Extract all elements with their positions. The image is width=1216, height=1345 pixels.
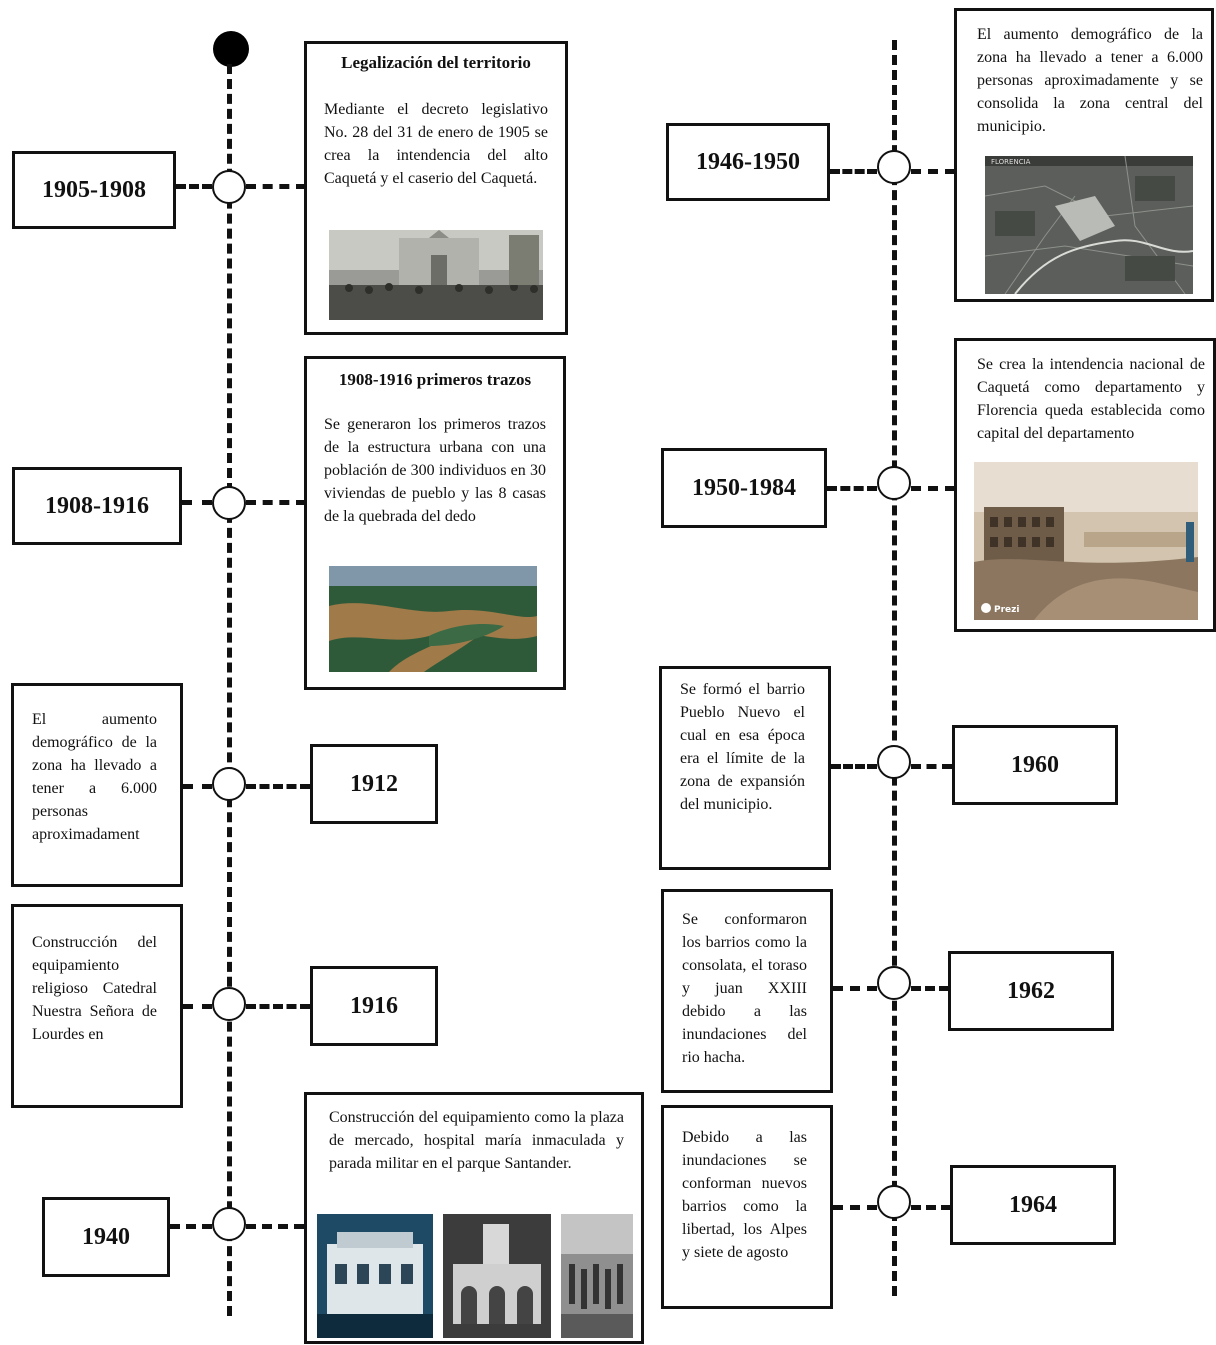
year-label-1950-1984: 1950-1984	[661, 448, 827, 528]
connector-right	[911, 764, 952, 769]
connector-left	[830, 169, 877, 174]
year-label-1908-1916: 1908-1916	[12, 467, 182, 545]
timeline-node	[877, 1185, 911, 1219]
sepia-building-photo: Prezi	[974, 462, 1198, 620]
connector-left	[827, 486, 877, 491]
event-description: El aumento demográfico de la zona ha lle…	[977, 26, 1203, 135]
timeline-node	[212, 170, 246, 204]
year-label-1960: 1960	[952, 725, 1118, 805]
cathedral-crowd-photo	[329, 230, 543, 320]
event-description: Se generaron los primeros trazos de la e…	[324, 416, 546, 525]
event-card-1912: El aumento demográfico de la zona ha lle…	[11, 683, 183, 887]
connector-left	[183, 1004, 212, 1009]
event-description: Mediante el decreto legislativo No. 28 d…	[324, 101, 548, 187]
timeline-node	[877, 466, 911, 500]
year-label-1946-1950: 1946-1950	[666, 123, 830, 201]
connector-left	[170, 1224, 212, 1229]
year-label-1916: 1916	[310, 966, 438, 1046]
timeline-node	[877, 745, 911, 779]
year-text: 1940	[82, 1223, 130, 1250]
year-text: 1946-1950	[696, 148, 800, 175]
event-card-1908-1916: 1908-1916 primeros trazos Se generaron l…	[304, 356, 566, 690]
connector-right	[246, 184, 306, 189]
river-aerial-photo	[329, 566, 537, 672]
connector-right	[911, 986, 949, 991]
event-card-1960: Se formó el barrio Pueblo Nuevo el cual …	[659, 666, 831, 870]
event-description: Construcción del equipamiento como la pl…	[329, 1109, 624, 1172]
year-text: 1962	[1007, 977, 1055, 1004]
market-building-photo	[317, 1214, 433, 1338]
event-description: El aumento demográfico de la zona ha lle…	[32, 711, 157, 843]
connector-left	[176, 184, 212, 189]
event-title: 1908-1916 primeros trazos	[338, 370, 532, 389]
timeline-node	[212, 1207, 246, 1241]
connector-left	[833, 986, 877, 991]
year-label-1964: 1964	[950, 1165, 1116, 1245]
event-card-1962: Se conformaron los barrios como la conso…	[661, 889, 833, 1093]
event-card-1940: Construcción del equipamiento como la pl…	[304, 1092, 644, 1344]
year-label-1912: 1912	[310, 744, 438, 824]
year-label-1905-1908: 1905-1908	[12, 151, 176, 229]
timeline-node	[877, 150, 911, 184]
connector-right	[246, 1004, 310, 1009]
connector-right	[246, 500, 306, 505]
event-card-1946-1950: El aumento demográfico de la zona ha lle…	[954, 8, 1214, 302]
connector-right	[246, 784, 310, 789]
left-timeline-axis	[227, 64, 232, 1316]
right-timeline-axis	[892, 40, 897, 1296]
year-text: 1912	[350, 770, 398, 797]
connector-left	[183, 784, 212, 789]
connector-left	[833, 1205, 877, 1210]
aerial-map-photo: FLORENCIA	[985, 156, 1193, 294]
military-parade-photo	[561, 1214, 633, 1338]
event-description: Debido a las inundaciones se conforman n…	[682, 1129, 807, 1261]
prezi-watermark: Prezi	[994, 605, 1019, 615]
event-description: Se formó el barrio Pueblo Nuevo el cual …	[680, 681, 805, 813]
timeline-start-dot	[213, 31, 249, 67]
event-card-1916: Construcción del equipamiento religioso …	[11, 904, 183, 1108]
year-text: 1905-1908	[42, 176, 146, 203]
year-text: 1964	[1009, 1191, 1057, 1218]
event-card-1905-1908: Legalización del territorio Mediante el …	[304, 41, 568, 335]
connector-right	[911, 486, 955, 491]
aerial-header-text: FLORENCIA	[991, 158, 1031, 166]
event-description: Se crea la intendencia nacional de Caque…	[977, 356, 1205, 442]
connector-right	[911, 169, 955, 174]
event-card-1950-1984: Se crea la intendencia nacional de Caque…	[954, 338, 1216, 632]
connector-right	[246, 1224, 304, 1229]
connector-left	[182, 500, 212, 505]
year-text: 1950-1984	[692, 474, 796, 501]
timeline-node	[212, 767, 246, 801]
timeline-node	[212, 987, 246, 1021]
timeline-node	[877, 966, 911, 1000]
timeline-node	[212, 486, 246, 520]
event-description: Construcción del equipamiento religioso …	[32, 934, 157, 1043]
connector-right	[911, 1205, 951, 1210]
event-title: Legalización del territorio	[341, 53, 531, 72]
year-text: 1916	[350, 992, 398, 1019]
connector-left	[831, 764, 877, 769]
year-text: 1908-1916	[45, 492, 149, 519]
event-card-1964: Debido a las inundaciones se conforman n…	[661, 1105, 833, 1309]
year-text: 1960	[1011, 751, 1059, 778]
year-label-1940: 1940	[42, 1197, 170, 1277]
event-description: Se conformaron los barrios como la conso…	[682, 911, 807, 1066]
year-label-1962: 1962	[948, 951, 1114, 1031]
hospital-photo	[443, 1214, 551, 1338]
